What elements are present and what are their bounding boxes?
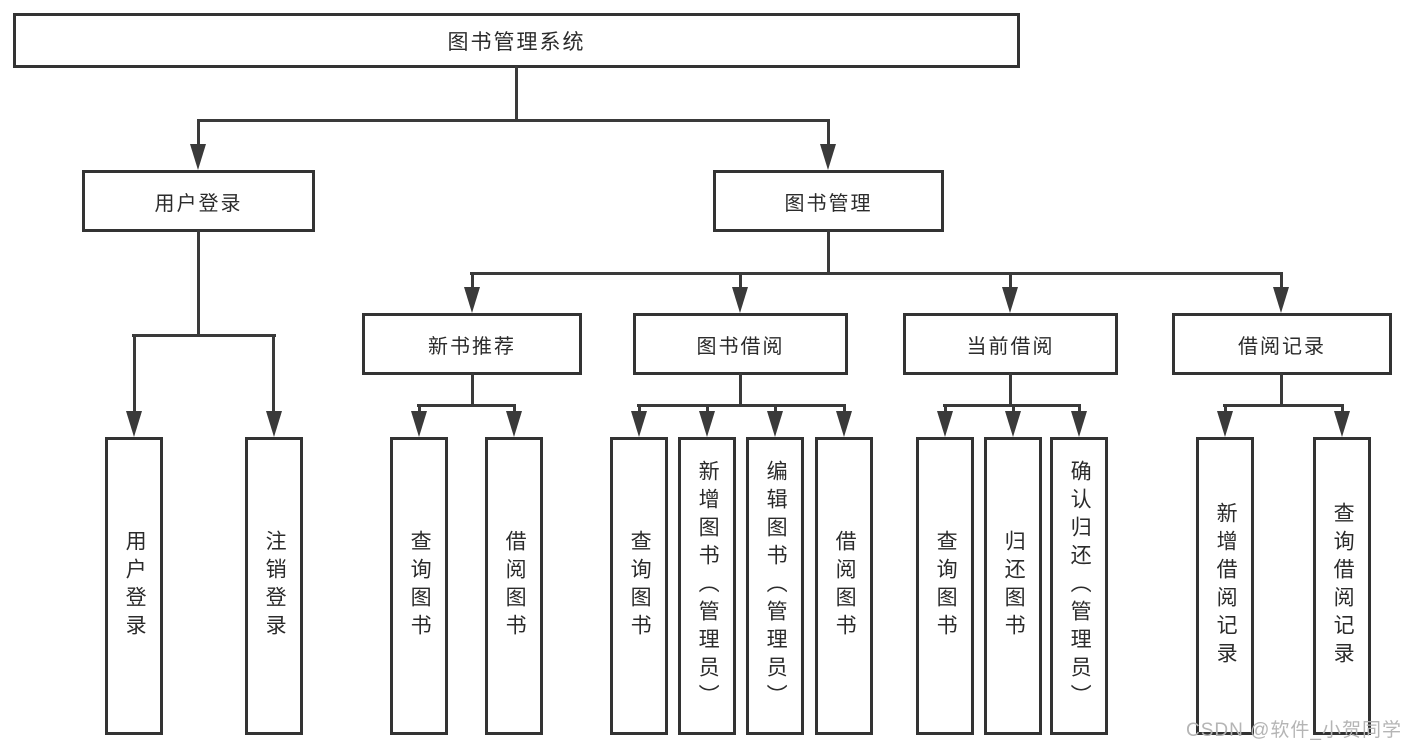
- leaf-query-books-recommend: 查询图书: [390, 437, 448, 735]
- node-label: 图书借阅: [696, 335, 785, 358]
- connector-line: [197, 119, 200, 149]
- arrowhead-down-icon: [411, 411, 427, 437]
- node-label: 新书推荐: [428, 335, 516, 358]
- leaf-label: 查询图书: [628, 530, 652, 642]
- connector-line: [827, 119, 830, 149]
- connector-line: [513, 404, 516, 414]
- leaf-edit-books-admin: 编辑图书（管理员）: [746, 437, 804, 735]
- arrowhead-down-icon: [732, 287, 748, 313]
- node-user-login: 用户登录: [82, 170, 315, 232]
- leaf-label: 新增借阅记录: [1214, 502, 1238, 670]
- arrowhead-down-icon: [937, 411, 953, 437]
- connector-line: [1012, 404, 1015, 414]
- connector-line: [417, 404, 516, 407]
- watermark: CSDN @软件_小贺同学: [1186, 720, 1402, 741]
- arrowhead-down-icon: [1005, 411, 1021, 437]
- connector-line: [843, 404, 846, 414]
- arrowhead-down-icon: [1334, 411, 1350, 437]
- arrowhead-down-icon: [266, 411, 282, 437]
- arrowhead-down-icon: [1002, 287, 1018, 313]
- leaf-label: 查询图书: [408, 530, 432, 642]
- arrowhead-down-icon: [464, 287, 480, 313]
- connector-line: [1280, 272, 1283, 290]
- leaf-user-login: 用户登录: [105, 437, 163, 735]
- leaf-add-borrow-record: 新增借阅记录: [1196, 437, 1254, 735]
- node-label: 图书管理: [784, 192, 873, 215]
- connector-line: [133, 334, 136, 414]
- arrowhead-down-icon: [699, 411, 715, 437]
- node-label: 图书管理系统: [447, 30, 586, 54]
- node-new-book-recommend: 新书推荐: [362, 313, 582, 375]
- connector-line: [197, 230, 200, 336]
- connector-line: [739, 272, 742, 290]
- connector-line: [471, 272, 474, 290]
- connector-line: [1009, 272, 1012, 290]
- connector-line: [471, 373, 474, 406]
- connector-line: [739, 373, 742, 406]
- node-borrow-records: 借阅记录: [1172, 313, 1392, 375]
- arrowhead-down-icon: [1071, 411, 1087, 437]
- leaf-label: 用户登录: [123, 530, 147, 642]
- leaf-logout: 注销登录: [245, 437, 303, 735]
- arrowhead-down-icon: [126, 411, 142, 437]
- node-library-system: 图书管理系统: [13, 13, 1020, 68]
- leaf-query-books-borrow: 查询图书: [610, 437, 668, 735]
- leaf-label: 借阅图书: [833, 530, 857, 642]
- connector-line: [197, 119, 830, 122]
- connector-line: [1341, 404, 1344, 414]
- arrowhead-down-icon: [506, 411, 522, 437]
- arrowhead-down-icon: [1273, 287, 1289, 313]
- connector-line: [470, 272, 1283, 275]
- arrowhead-down-icon: [836, 411, 852, 437]
- connector-line: [132, 334, 276, 337]
- connector-line: [944, 404, 947, 414]
- connector-line: [1280, 373, 1283, 406]
- node-current-borrow: 当前借阅: [903, 313, 1118, 375]
- connector-line: [706, 404, 709, 414]
- leaf-query-borrow-record: 查询借阅记录: [1313, 437, 1371, 735]
- leaf-query-books-current: 查询图书: [916, 437, 974, 735]
- leaf-return-books: 归还图书: [984, 437, 1042, 735]
- node-label: 当前借阅: [966, 335, 1055, 358]
- arrowhead-down-icon: [767, 411, 783, 437]
- connector-line: [1078, 404, 1081, 414]
- leaf-label: 编辑图书（管理员）: [764, 460, 788, 712]
- leaf-label: 新增图书（管理员）: [696, 460, 720, 712]
- node-book-borrow: 图书借阅: [633, 313, 848, 375]
- connector-line: [418, 404, 421, 414]
- arrowhead-down-icon: [1217, 411, 1233, 437]
- node-label: 用户登录: [154, 192, 243, 215]
- connector-line: [774, 404, 777, 414]
- connector-line: [827, 230, 830, 274]
- leaf-label: 查询图书: [934, 530, 958, 642]
- arrowhead-down-icon: [190, 144, 206, 170]
- node-label: 借阅记录: [1238, 335, 1326, 358]
- leaf-label: 归还图书: [1002, 530, 1026, 642]
- connector-line: [272, 334, 275, 414]
- connector-line: [1009, 373, 1012, 406]
- connector-line: [515, 66, 518, 121]
- leaf-label: 确认归还（管理员）: [1068, 460, 1092, 712]
- node-book-management: 图书管理: [713, 170, 944, 232]
- leaf-borrow-books: 借阅图书: [815, 437, 873, 735]
- arrowhead-down-icon: [820, 144, 836, 170]
- leaf-borrow-books-recommend: 借阅图书: [485, 437, 543, 735]
- connector-line: [1224, 404, 1227, 414]
- connector-line: [637, 404, 846, 407]
- leaf-add-books-admin: 新增图书（管理员）: [678, 437, 736, 735]
- leaf-label: 查询借阅记录: [1331, 502, 1355, 670]
- arrowhead-down-icon: [631, 411, 647, 437]
- leaf-label: 注销登录: [263, 530, 287, 642]
- leaf-confirm-return-admin: 确认归还（管理员）: [1050, 437, 1108, 735]
- leaf-label: 借阅图书: [503, 530, 527, 642]
- connector-line: [638, 404, 641, 414]
- connector-line: [1223, 404, 1344, 407]
